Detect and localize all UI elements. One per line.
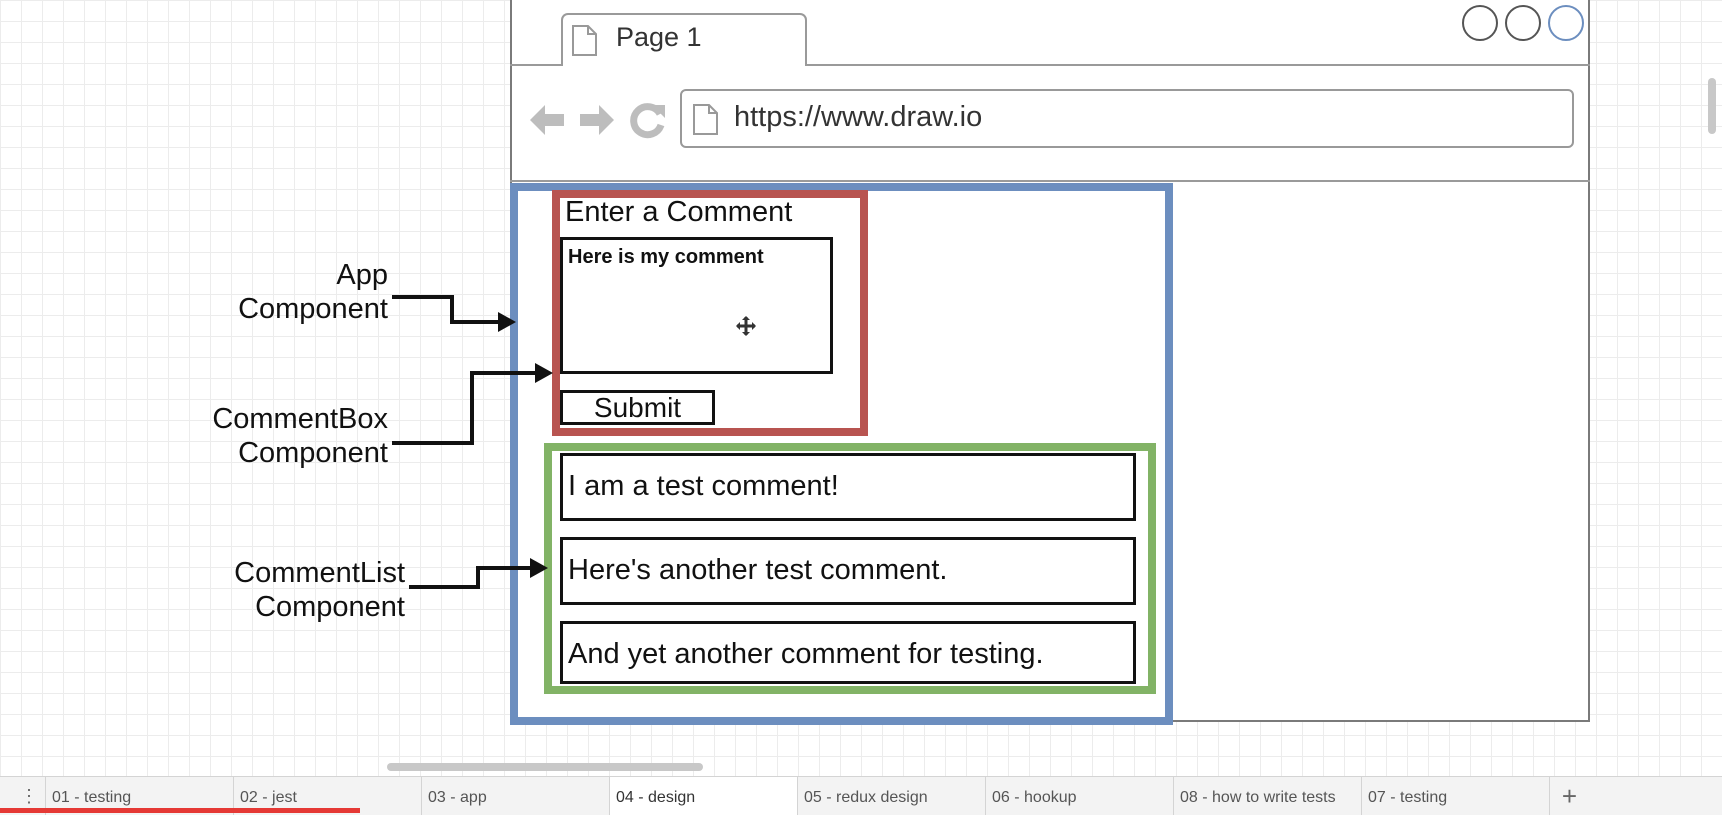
vertical-dots-icon[interactable]: ⋮ — [20, 786, 38, 806]
window-button-circle[interactable] — [1505, 5, 1541, 41]
app-arrowhead — [498, 312, 516, 332]
window-button-circle[interactable] — [1548, 5, 1584, 41]
page-tab[interactable]: 02 - jest — [233, 777, 421, 815]
reload-icon[interactable] — [629, 101, 667, 139]
page-icon — [572, 25, 597, 56]
comment-box-arrowhead — [535, 363, 553, 383]
app-component-label: App Component — [238, 259, 388, 325]
arrow-left-icon[interactable] — [528, 101, 566, 139]
comment-box-component-box[interactable] — [552, 190, 868, 436]
page-tab[interactable]: 07 - testing — [1361, 777, 1549, 815]
comment-textarea[interactable] — [560, 237, 833, 374]
vertical-scrollbar[interactable] — [1708, 78, 1716, 134]
page-tab[interactable]: 05 - redux design — [797, 777, 985, 815]
comment-list-arrowhead — [530, 558, 548, 578]
toolbar-separator — [510, 180, 1590, 182]
window-button-circle[interactable] — [1462, 5, 1498, 41]
comment-list-item[interactable]: And yet another comment for testing. — [560, 621, 1136, 684]
app-component-box[interactable] — [510, 183, 1173, 725]
arrow-right-icon[interactable] — [578, 101, 616, 139]
app-connector-arrow — [392, 295, 500, 324]
comment-list-item[interactable]: I am a test comment! — [560, 453, 1136, 521]
address-url: https://www.draw.io — [734, 101, 983, 133]
comment-box-component-label: CommentBox Component — [212, 403, 388, 469]
page-tab[interactable]: 01 - testing — [45, 777, 233, 815]
video-progress-bar[interactable] — [0, 808, 360, 813]
tab-baseline — [806, 64, 1590, 66]
page-tab[interactable]: 03 - app — [421, 777, 609, 815]
comment-box-connector-arrow — [392, 371, 537, 445]
comment-list-component-box[interactable] — [544, 443, 1156, 694]
page-tab[interactable]: 08 - how to write tests — [1173, 777, 1361, 815]
comment-textarea-value: Here is my comment — [568, 246, 764, 268]
plus-icon[interactable]: + — [1549, 777, 1589, 815]
page-icon — [693, 104, 718, 135]
move-cursor-icon — [736, 316, 756, 336]
submit-button[interactable]: Submit — [560, 390, 715, 425]
comment-list-connector-arrow — [409, 566, 532, 589]
comment-list-component-label: CommentList Component — [234, 557, 405, 623]
comment-box-heading: Enter a Comment — [565, 196, 793, 228]
browser-tab[interactable] — [561, 13, 807, 66]
tab-baseline — [510, 64, 561, 66]
browser-tab-label: Page 1 — [616, 22, 702, 52]
address-bar[interactable] — [680, 89, 1574, 148]
comment-list-item[interactable]: Here's another test comment. — [560, 537, 1136, 605]
horizontal-scrollbar[interactable] — [387, 763, 703, 771]
page-tab-active[interactable]: 04 - design — [609, 777, 797, 815]
page-tab[interactable]: 06 - hookup — [985, 777, 1173, 815]
